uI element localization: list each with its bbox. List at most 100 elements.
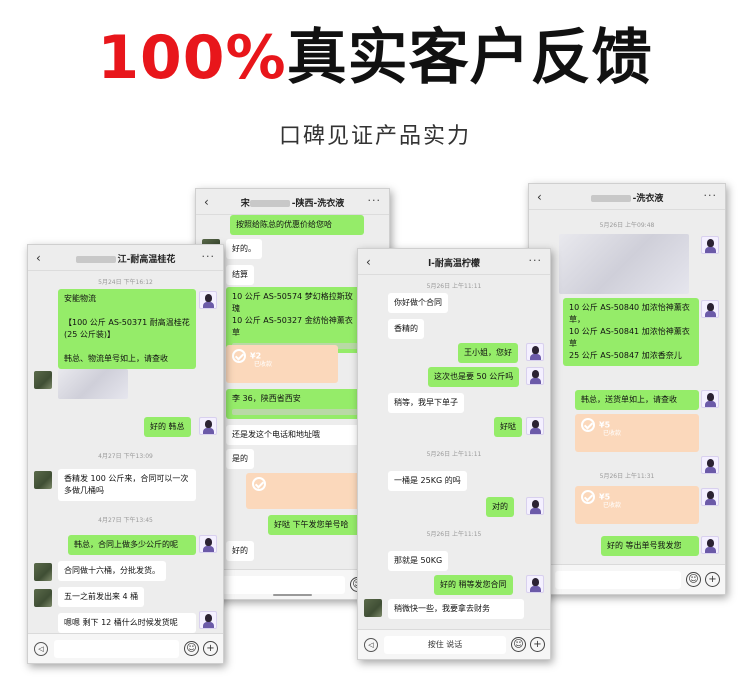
timestamp: 5月24日 下午16:12 bbox=[98, 279, 153, 286]
check-icon bbox=[252, 477, 266, 491]
more-icon[interactable]: ··· bbox=[201, 250, 215, 263]
chat-header: ‹ l-耐高温柠檬 ··· bbox=[358, 249, 550, 275]
message-bubble: 合同做十六桶，分批发货。 bbox=[58, 561, 166, 581]
avatar[interactable] bbox=[526, 575, 544, 593]
emoji-icon[interactable]: ☺ bbox=[511, 637, 526, 652]
message-bubble: 这次也是要 50 公斤吗 bbox=[428, 367, 520, 387]
avatar[interactable] bbox=[701, 456, 719, 474]
chat-title: -洗衣液 bbox=[557, 191, 697, 204]
voice-icon[interactable]: ◁ bbox=[34, 642, 48, 656]
more-icon[interactable]: ··· bbox=[528, 254, 542, 267]
message-bubble: 一桶是 25KG 的吗 bbox=[388, 471, 467, 491]
avatar[interactable] bbox=[34, 471, 52, 489]
message-bubble: 李 36，陕西省西安 bbox=[226, 389, 364, 419]
message-bubble: 嗯嗯 剩下 12 桶什么时候发货呢 bbox=[58, 613, 196, 633]
page-subheadline: 口碑见证产品实力 bbox=[278, 124, 471, 149]
message-bubble: 10 公斤 AS-50840 加浓怡神薰衣草， 10 公斤 AS-50841 加… bbox=[563, 298, 699, 366]
chat-header: ‹ 宋-陕西-洗衣液 ··· bbox=[196, 189, 389, 215]
message-input[interactable] bbox=[222, 576, 345, 594]
message-bubble: 稍等，我早下单子 bbox=[388, 393, 464, 413]
redacted-line bbox=[232, 409, 358, 415]
message-bubble: 好哒 bbox=[494, 417, 522, 437]
headline-text: 真实客户反馈 bbox=[286, 23, 653, 93]
message-bubble: 好的 稍等发您合同 bbox=[434, 575, 513, 595]
avatar[interactable] bbox=[199, 417, 217, 435]
document-image[interactable] bbox=[559, 234, 689, 294]
avatar[interactable] bbox=[364, 599, 382, 617]
timestamp: 5月26日 上午11:15 bbox=[426, 531, 482, 538]
headline-percent: 100% bbox=[97, 23, 287, 93]
transfer-card[interactable]: ¥5 已收款 bbox=[575, 486, 699, 524]
timestamp: 5月26日 上午11:11 bbox=[426, 283, 482, 290]
back-icon[interactable]: ‹ bbox=[537, 190, 542, 204]
emoji-icon[interactable]: ☺ bbox=[686, 572, 701, 587]
avatar[interactable] bbox=[701, 536, 719, 554]
message-bubble: 王小姐，您好 bbox=[458, 343, 518, 363]
avatar[interactable] bbox=[526, 417, 544, 435]
message-bubble: 10 公斤 AS-50574 梦幻格拉斯玫瑰 10 公斤 AS-50327 金纺… bbox=[226, 287, 364, 353]
avatar[interactable] bbox=[701, 488, 719, 506]
plus-icon[interactable]: + bbox=[705, 572, 720, 587]
avatar[interactable] bbox=[526, 367, 544, 385]
message-bubble: 好的 bbox=[226, 541, 254, 561]
message-bubble: 好的 韩总 bbox=[144, 417, 191, 437]
avatar[interactable] bbox=[701, 236, 719, 254]
transfer-card[interactable]: ¥2 已收款 bbox=[226, 345, 338, 383]
hold-to-talk-button[interactable]: 按住 说话 bbox=[384, 636, 506, 654]
back-icon[interactable]: ‹ bbox=[366, 255, 371, 269]
message-bubble: 韩总，合同上做多少公斤的呢 bbox=[68, 535, 196, 555]
chat-title: 宋-陕西-洗衣液 bbox=[240, 199, 345, 209]
chat-header: ‹ -洗衣液 ··· bbox=[529, 184, 725, 210]
check-icon bbox=[581, 490, 595, 504]
redacted-name bbox=[590, 195, 631, 202]
message-bubble: 好的 等出单号我发您 bbox=[601, 536, 699, 556]
message-bubble: 对的 bbox=[486, 497, 514, 517]
avatar[interactable] bbox=[701, 300, 719, 318]
avatar[interactable] bbox=[701, 390, 719, 408]
message-bubble: 好哒 下午发您单号哈 bbox=[268, 515, 364, 535]
home-indicator bbox=[273, 594, 312, 596]
message-bubble: 你好做个合同 bbox=[388, 293, 448, 313]
chat-title: 江-耐高温桂花 bbox=[56, 252, 195, 265]
back-icon[interactable]: ‹ bbox=[204, 195, 209, 209]
emoji-icon[interactable]: ☺ bbox=[184, 641, 199, 656]
message-bubble: 五一之前发出来 4 桶 bbox=[58, 587, 145, 607]
message-bubble: 安能物流 【100 公斤 AS-50371 耐高温桂花 (25 公斤装)】 韩总… bbox=[58, 289, 196, 369]
avatar[interactable] bbox=[199, 611, 217, 629]
timestamp: 4月27日 下午13:45 bbox=[98, 517, 153, 524]
more-icon[interactable]: ··· bbox=[367, 194, 381, 207]
redacted-name bbox=[249, 200, 290, 207]
back-icon[interactable]: ‹ bbox=[36, 251, 41, 265]
avatar[interactable] bbox=[34, 563, 52, 581]
message-bubble: 香精发 100 公斤来，合同可以一次多做几桶吗 bbox=[58, 469, 196, 501]
more-icon[interactable]: ··· bbox=[703, 189, 717, 202]
avatar[interactable] bbox=[199, 291, 217, 309]
message-bubble: 那就是 50KG bbox=[388, 551, 449, 571]
timestamp: 5月26日 上午11:31 bbox=[599, 473, 655, 480]
input-bar: ◁ 按住 说话 ☺ + bbox=[358, 629, 550, 659]
chat-screenshot-3: ‹ l-耐高温柠檬 ··· 5月26日 上午11:11 你好做个合同 香精的 王… bbox=[357, 248, 551, 660]
message-bubble: 按照给陈总的优惠价给您哈 bbox=[230, 215, 364, 235]
plus-icon[interactable]: + bbox=[530, 637, 545, 652]
voice-icon[interactable]: ◁ bbox=[364, 638, 378, 652]
message-input[interactable] bbox=[555, 571, 681, 589]
message-bubble: 结算 bbox=[226, 265, 254, 285]
message-bubble: 是的 bbox=[226, 449, 254, 469]
chat-screenshot-4: ‹ -洗衣液 ··· 5月26日 上午09:48 10 公斤 AS-50840 … bbox=[528, 183, 726, 595]
document-image[interactable] bbox=[58, 369, 128, 399]
plus-icon[interactable]: + bbox=[203, 641, 218, 656]
avatar[interactable] bbox=[526, 497, 544, 515]
avatar[interactable] bbox=[526, 343, 544, 361]
transfer-card[interactable]: ¥5 已收款 bbox=[575, 414, 699, 452]
check-icon bbox=[581, 418, 595, 432]
message-input[interactable] bbox=[54, 640, 179, 658]
timestamp: 4月27日 下午13:09 bbox=[98, 453, 153, 460]
avatar[interactable] bbox=[34, 371, 52, 389]
redacted-name bbox=[75, 256, 116, 263]
transfer-card[interactable] bbox=[246, 473, 364, 509]
avatar[interactable] bbox=[34, 589, 52, 607]
timestamp: 5月26日 上午11:11 bbox=[426, 451, 482, 458]
message-bubble: 还是发这个电话和地址哦 bbox=[226, 425, 364, 445]
avatar[interactable] bbox=[199, 535, 217, 553]
chat-header: ‹ 江-耐高温桂花 ··· bbox=[28, 245, 223, 271]
